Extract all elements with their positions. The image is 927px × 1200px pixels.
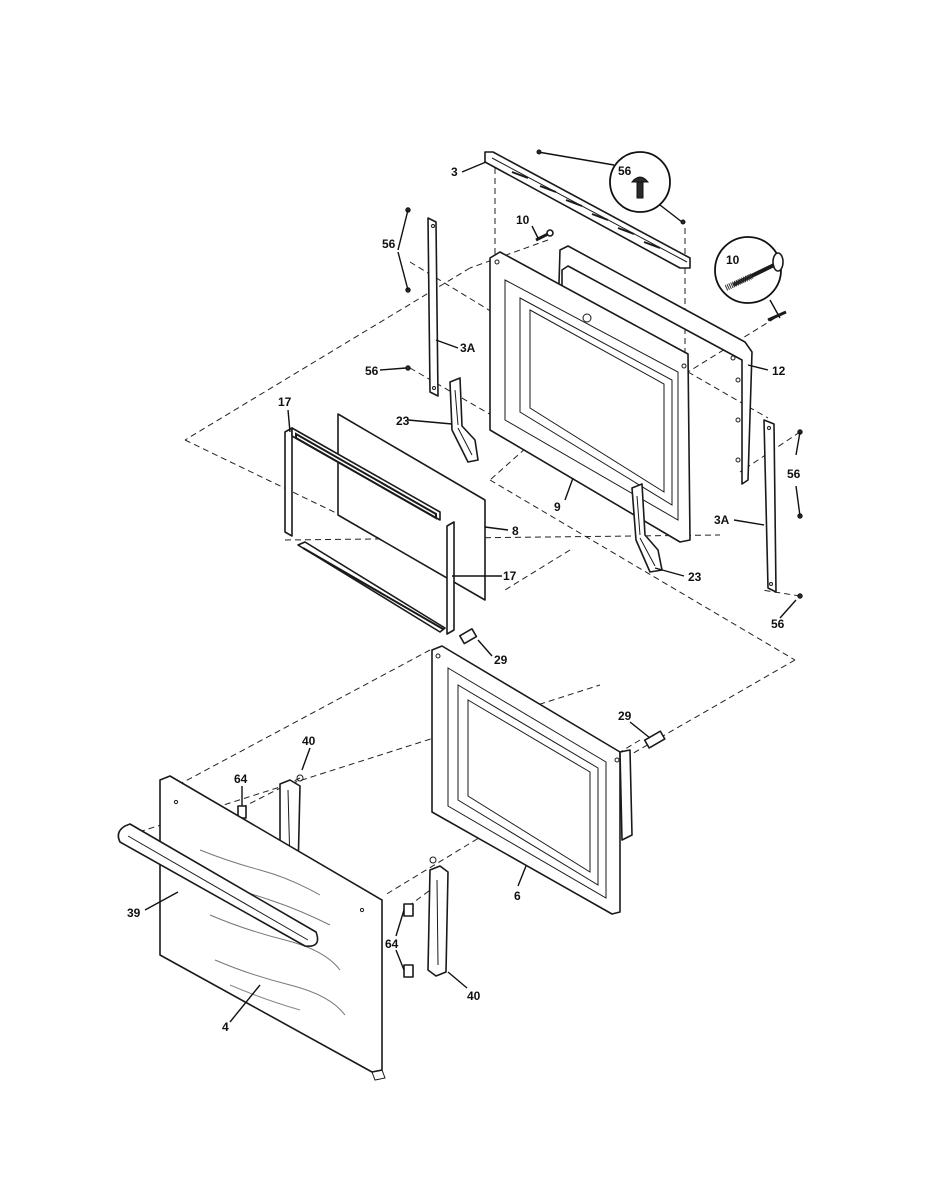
screw-zoom-callout [536, 149, 686, 225]
callout-56-left-lower: 56 [365, 364, 379, 378]
callout-3a-right: 3A [714, 513, 730, 527]
callout-29-right: 29 [618, 709, 632, 723]
inner-door [431, 645, 633, 915]
bracket-bottom [427, 856, 449, 977]
callout-10-zoom: 10 [726, 253, 740, 267]
callout-12: 12 [772, 364, 786, 378]
hinge-left [449, 377, 479, 463]
pins [459, 628, 666, 749]
callout-64-bottom: 64 [385, 937, 399, 951]
callout-40-bottom: 40 [467, 989, 481, 1003]
callout-17-top: 17 [278, 395, 292, 409]
callout-8: 8 [512, 524, 519, 538]
small-bolt [535, 229, 554, 242]
side-strip-right [763, 419, 777, 593]
side-strip-left [427, 217, 439, 397]
callout-56-left-upper: 56 [382, 237, 396, 251]
hinge-right [631, 483, 663, 573]
callout-17-bottom: 17 [503, 569, 517, 583]
bolt-zoom-callout [714, 236, 787, 322]
callout-10: 10 [516, 213, 530, 227]
door-handle [117, 823, 319, 948]
callout-9: 9 [554, 500, 561, 514]
callout-39: 39 [127, 906, 141, 920]
vent-trim-part [484, 151, 691, 269]
callout-6: 6 [514, 889, 521, 903]
callout-40-top: 40 [302, 734, 316, 748]
callout-23-right: 23 [688, 570, 702, 584]
callout-labels: 3 56 10 10 56 3A 56 12 17 23 56 8 9 3A 1… [127, 164, 801, 1034]
glass-frame [284, 427, 455, 635]
callout-64-top: 64 [234, 772, 248, 786]
callout-56-zoom: 56 [618, 164, 632, 178]
inner-door-panel [489, 251, 691, 543]
callout-23-left: 23 [396, 414, 410, 428]
callout-56-right-upper: 56 [787, 467, 801, 481]
callout-29-top: 29 [494, 653, 508, 667]
callout-3: 3 [451, 165, 458, 179]
callout-3a-left: 3A [460, 341, 476, 355]
callout-56-right-lower: 56 [771, 617, 785, 631]
leader-lines [144, 161, 801, 1023]
callout-4: 4 [222, 1020, 229, 1034]
